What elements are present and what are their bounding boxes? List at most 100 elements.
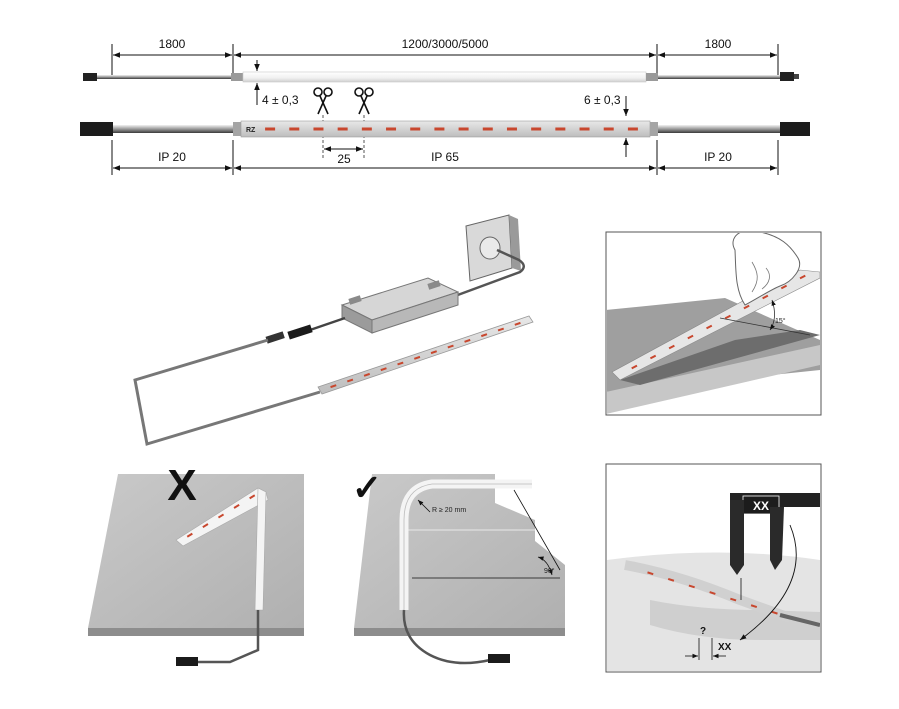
strip-side-view — [83, 71, 799, 83]
strip-outline — [403, 483, 532, 610]
connector — [176, 657, 198, 666]
led-chip — [724, 314, 731, 320]
wall-socket-outlet — [479, 236, 501, 260]
radius-label: R ≥ 20 mm — [432, 507, 466, 514]
end-cap-left — [233, 122, 241, 136]
measure-detail-panel: XX ? XX — [605, 463, 822, 673]
caliper-jaw — [770, 507, 784, 570]
led-chip — [186, 532, 193, 538]
led-chip — [380, 367, 387, 372]
cable-right — [658, 125, 780, 133]
profile-groove — [620, 330, 820, 385]
led-chip — [346, 378, 354, 383]
installation-overview — [133, 214, 534, 446]
dim-cable-left: 1800 — [159, 37, 186, 51]
led-chip — [265, 127, 276, 131]
led-chip — [497, 327, 505, 332]
hand-illustration — [732, 233, 800, 306]
install-detail-panel: 15° — [605, 231, 822, 416]
led-chips — [330, 321, 521, 389]
led-chip — [233, 503, 240, 509]
led-chip — [217, 513, 225, 519]
led-chip — [647, 571, 654, 576]
led-chip — [506, 127, 517, 131]
caliper-value: XX — [753, 499, 769, 513]
connector-right — [780, 122, 810, 136]
ip-left-label: IP 20 — [158, 150, 186, 164]
radius-arrow — [417, 499, 431, 513]
led-chip — [447, 344, 454, 349]
led-chip — [363, 372, 371, 377]
led-chip — [410, 127, 421, 131]
extension-cable — [133, 338, 321, 446]
led-chip — [313, 127, 324, 131]
led-chip — [482, 127, 493, 131]
led-chips — [186, 494, 256, 538]
led-chip — [531, 127, 542, 131]
led-chip — [627, 127, 638, 131]
led-chip — [361, 127, 372, 131]
led-chip — [458, 127, 469, 131]
cable — [779, 613, 820, 627]
led-chip — [603, 127, 614, 131]
angle-label: 90° — [544, 567, 555, 575]
angle-line — [719, 317, 811, 336]
driver-label — [427, 280, 441, 290]
led-chip — [780, 284, 788, 290]
led-chip — [330, 384, 337, 389]
led-chips — [265, 127, 638, 131]
strip-top-view: RZ — [80, 120, 810, 138]
strip-profile — [624, 560, 792, 623]
led-chip — [771, 610, 778, 615]
profile-front — [607, 345, 820, 414]
end-cap-right — [650, 122, 658, 136]
thickness-right-label: 6 ± 0,3 — [584, 93, 621, 107]
led-chip — [337, 127, 348, 131]
end-cap-right — [646, 73, 658, 81]
thickness-left-label: 4 ± 0,3 — [262, 93, 299, 107]
led-chip — [706, 324, 713, 330]
scissors-icon — [313, 87, 333, 115]
led-chip — [688, 584, 695, 589]
led-chip — [743, 304, 750, 310]
led-chips — [631, 274, 806, 370]
connector — [287, 324, 313, 340]
cable-left — [97, 75, 233, 79]
led-chip — [799, 274, 806, 280]
led-chip — [480, 333, 488, 338]
silicone-tube — [242, 71, 647, 83]
led-chip — [249, 494, 256, 500]
finger-line — [761, 267, 770, 290]
angle-label: 15° — [775, 317, 786, 325]
dim-cable-right: 1800 — [705, 37, 732, 51]
led-chip — [413, 355, 421, 360]
lead-cable — [196, 610, 260, 664]
strip-sharp-bend-leg — [254, 487, 267, 611]
right-mark: ✓ — [352, 467, 382, 508]
end-cap-left — [231, 73, 243, 81]
led-chip — [386, 127, 397, 131]
cable-right — [658, 75, 780, 79]
profile-edge — [650, 600, 820, 640]
transfer-arrow — [739, 524, 797, 641]
led-chip — [434, 127, 445, 131]
connector-pin — [794, 74, 799, 79]
led-chip — [667, 577, 675, 582]
led-chip — [687, 334, 694, 340]
scissors-icon — [354, 87, 374, 115]
bend-wrong-panel: X — [88, 461, 304, 666]
led-chip — [397, 361, 404, 366]
ip-center-label: IP 65 — [431, 150, 459, 164]
result-label: XX — [718, 642, 732, 653]
connector-left — [80, 122, 113, 136]
led-chip — [730, 597, 737, 602]
connector — [488, 654, 510, 663]
ip-right-label: IP 20 — [704, 150, 732, 164]
led-chip — [555, 127, 566, 131]
panel-top — [88, 474, 304, 628]
dim-strip-length: 1200/3000/5000 — [402, 37, 489, 51]
led-chip — [579, 127, 590, 131]
mains-cable — [454, 248, 525, 298]
led-chip — [762, 294, 769, 300]
angle-arc — [537, 556, 553, 576]
